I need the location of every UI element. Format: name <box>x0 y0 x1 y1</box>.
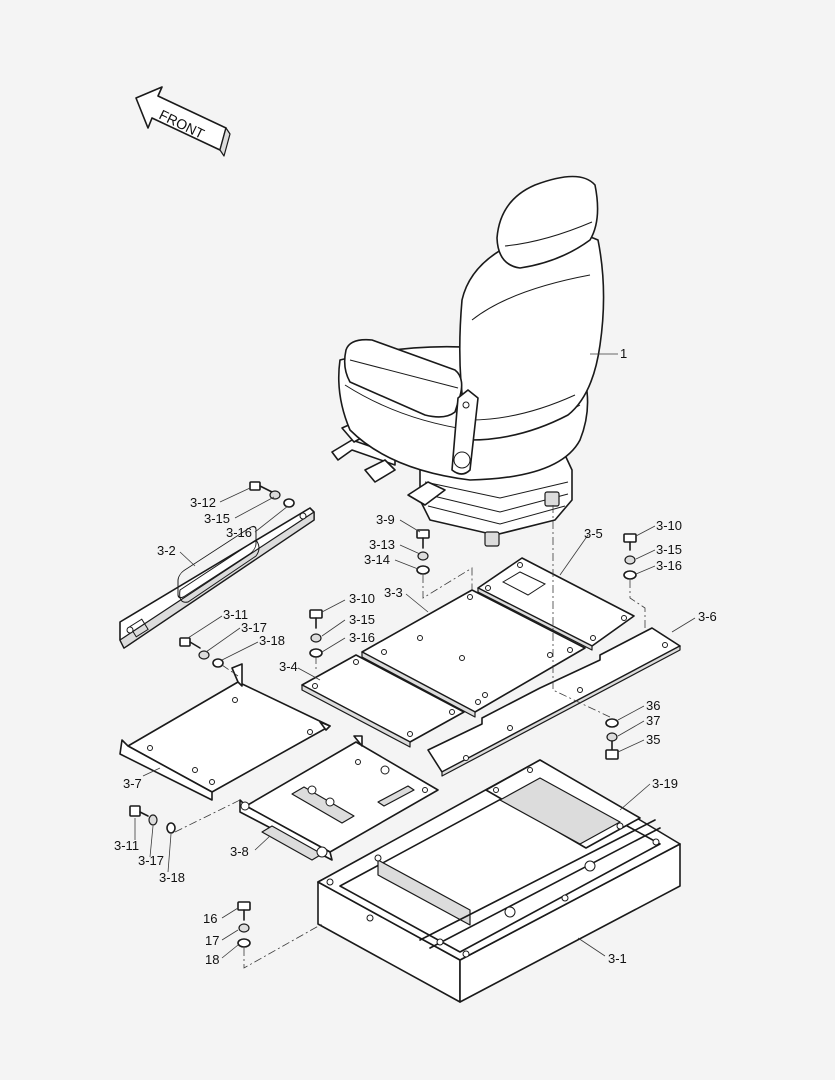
rail-bracket-3-8 <box>239 735 439 861</box>
label-part-3-11: 3-11 <box>223 607 248 622</box>
label-part-3-15: 3-15 <box>656 542 682 557</box>
label-part-3-16: 3-16 <box>656 558 682 573</box>
label-part-3-1: 3-1 <box>608 951 627 966</box>
label-part-17: 17 <box>205 933 219 948</box>
base-frame-3-1 <box>317 759 681 1003</box>
label-part-3-4: 3-4 <box>279 659 298 674</box>
plate-3-5 <box>477 557 635 651</box>
label-part-3-9: 3-9 <box>376 512 395 527</box>
label-part-1: 1 <box>620 346 627 361</box>
label-part-3-18: 3-18 <box>159 870 185 885</box>
label-part-3-15: 3-15 <box>349 612 375 627</box>
label-part-3-6: 3-6 <box>698 609 717 624</box>
label-part-35: 35 <box>646 732 660 747</box>
front-arrow-icon: FRONT <box>135 86 231 157</box>
label-part-3-17: 3-17 <box>138 853 164 868</box>
bracket-3-7 <box>119 663 331 801</box>
label-part-3-15: 3-15 <box>204 511 230 526</box>
leader-lines <box>134 353 696 959</box>
label-part-3-13: 3-13 <box>369 537 395 552</box>
hardware-fasteners <box>129 481 637 948</box>
label-part-3-2: 3-2 <box>157 543 176 558</box>
label-part-3-18: 3-18 <box>259 633 285 648</box>
plate-3-4 <box>301 654 465 748</box>
label-part-3-3: 3-3 <box>384 585 403 600</box>
part-labels: 1 3-12 3-15 3-16 3-2 3-9 3-13 3-14 3-10 … <box>114 346 717 967</box>
label-part-3-16: 3-16 <box>349 630 375 645</box>
label-part-3-16: 3-16 <box>226 525 252 540</box>
label-part-3-12: 3-12 <box>190 495 216 510</box>
label-part-16: 16 <box>203 911 217 926</box>
label-part-18: 18 <box>205 952 219 967</box>
label-part-3-8: 3-8 <box>230 844 249 859</box>
plate-3-3 <box>361 589 586 718</box>
label-part-3-19: 3-19 <box>652 776 678 791</box>
operator-seat <box>331 175 605 547</box>
alignment-lines <box>174 505 646 969</box>
label-part-3-14: 3-14 <box>364 552 390 567</box>
label-part-3-7: 3-7 <box>123 776 142 791</box>
label-part-37: 37 <box>646 713 660 728</box>
plate-3-6 <box>427 627 681 777</box>
label-part-3-10: 3-10 <box>349 591 375 606</box>
label-part-3-11: 3-11 <box>114 838 139 853</box>
label-part-3-17: 3-17 <box>241 620 267 635</box>
label-part-3-10: 3-10 <box>656 518 682 533</box>
label-part-36: 36 <box>646 698 660 713</box>
bracket-plate-3-2 <box>119 507 315 649</box>
label-part-3-5: 3-5 <box>584 526 603 541</box>
